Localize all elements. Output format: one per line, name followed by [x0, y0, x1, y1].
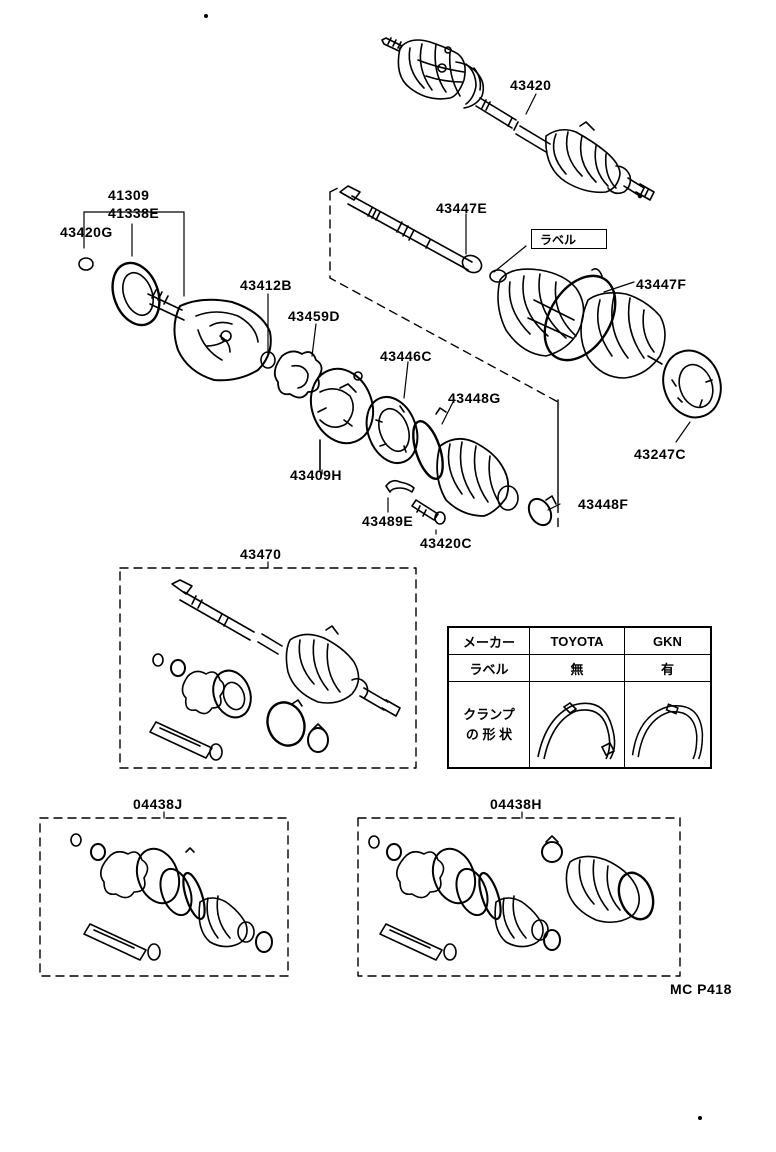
part-label-43446C: 43446C	[380, 348, 433, 364]
table-row: ラベル 無 有	[447, 654, 712, 682]
part-label-43247C: 43247C	[634, 446, 687, 462]
inner-boot	[436, 437, 519, 517]
gkn-label-value: 有	[624, 654, 712, 682]
drive-shaft-assembly-top	[381, 37, 655, 201]
part-label-04438J: 04438J	[133, 796, 183, 812]
tripod-joint-43409H	[309, 367, 375, 471]
header-toyota: TOYOTA	[529, 626, 625, 655]
leader-lines	[83, 93, 691, 535]
label-callout: ラベル	[531, 229, 607, 249]
kit-04438H-box	[357, 817, 681, 977]
header-maker: メーカー	[447, 626, 530, 655]
part-label-43412B: 43412B	[240, 277, 293, 293]
part-label-41338E: 41338E	[108, 205, 160, 221]
kit-04438J-parts	[70, 833, 273, 961]
part-label-43459D: 43459D	[288, 308, 341, 324]
part-label-43420G: 43420G	[60, 224, 113, 240]
part-label-43447F: 43447F	[636, 276, 687, 292]
clamp-spec-table: メーカー TOYOTA GKN ラベル 無 有 クランプ の 形 状	[447, 626, 712, 769]
part-label-41309: 41309	[108, 187, 150, 203]
axle-shaft	[339, 185, 473, 271]
print-dot	[637, 193, 643, 199]
print-dot	[204, 14, 209, 19]
figure-code: MC P418	[670, 981, 732, 997]
row-clamp-heading: クランプ の 形 状	[447, 681, 530, 769]
clamp-heading-line1: クランプ	[463, 706, 515, 722]
header-gkn: GKN	[624, 626, 712, 655]
kit-04438J-box	[39, 817, 289, 977]
part-label-43420C: 43420C	[420, 535, 473, 551]
washer-43489E	[385, 479, 415, 493]
inner-cv-housing	[111, 261, 272, 382]
table-row: クランプ の 形 状	[447, 681, 712, 769]
part-label-43447E: 43447E	[436, 200, 488, 216]
gasket-43459D	[273, 350, 323, 399]
outboard-boot	[461, 254, 722, 419]
toyota-clamp-shape	[529, 681, 625, 769]
exploded-dash-box	[329, 185, 559, 531]
toyota-clamp-drawing	[537, 701, 616, 759]
toyota-label-value: 無	[529, 654, 625, 682]
part-label-43448F: 43448F	[578, 496, 629, 512]
circlip-43420G	[78, 257, 94, 271]
clamp-heading-line2: の 形 状	[465, 726, 513, 742]
part-label-43448G: 43448G	[448, 390, 501, 406]
bolt-43420C	[411, 499, 446, 525]
part-label-43470: 43470	[240, 546, 282, 562]
part-label-04438H: 04438H	[490, 796, 543, 812]
row-label-heading: ラベル	[447, 654, 530, 682]
print-dot	[697, 1116, 702, 1121]
gkn-clamp-drawing	[631, 702, 704, 759]
bearing-43446C	[365, 396, 419, 464]
gkn-clamp-shape	[624, 681, 712, 769]
kit-43470-parts	[149, 579, 401, 761]
part-label-43420: 43420	[510, 77, 552, 93]
table-row: メーカー TOYOTA GKN	[447, 626, 712, 655]
clamp-43448F	[527, 495, 557, 527]
part-label-43489E: 43489E	[362, 513, 414, 529]
kit-04438H-parts	[368, 835, 655, 961]
part-label-43409H: 43409H	[290, 467, 343, 483]
